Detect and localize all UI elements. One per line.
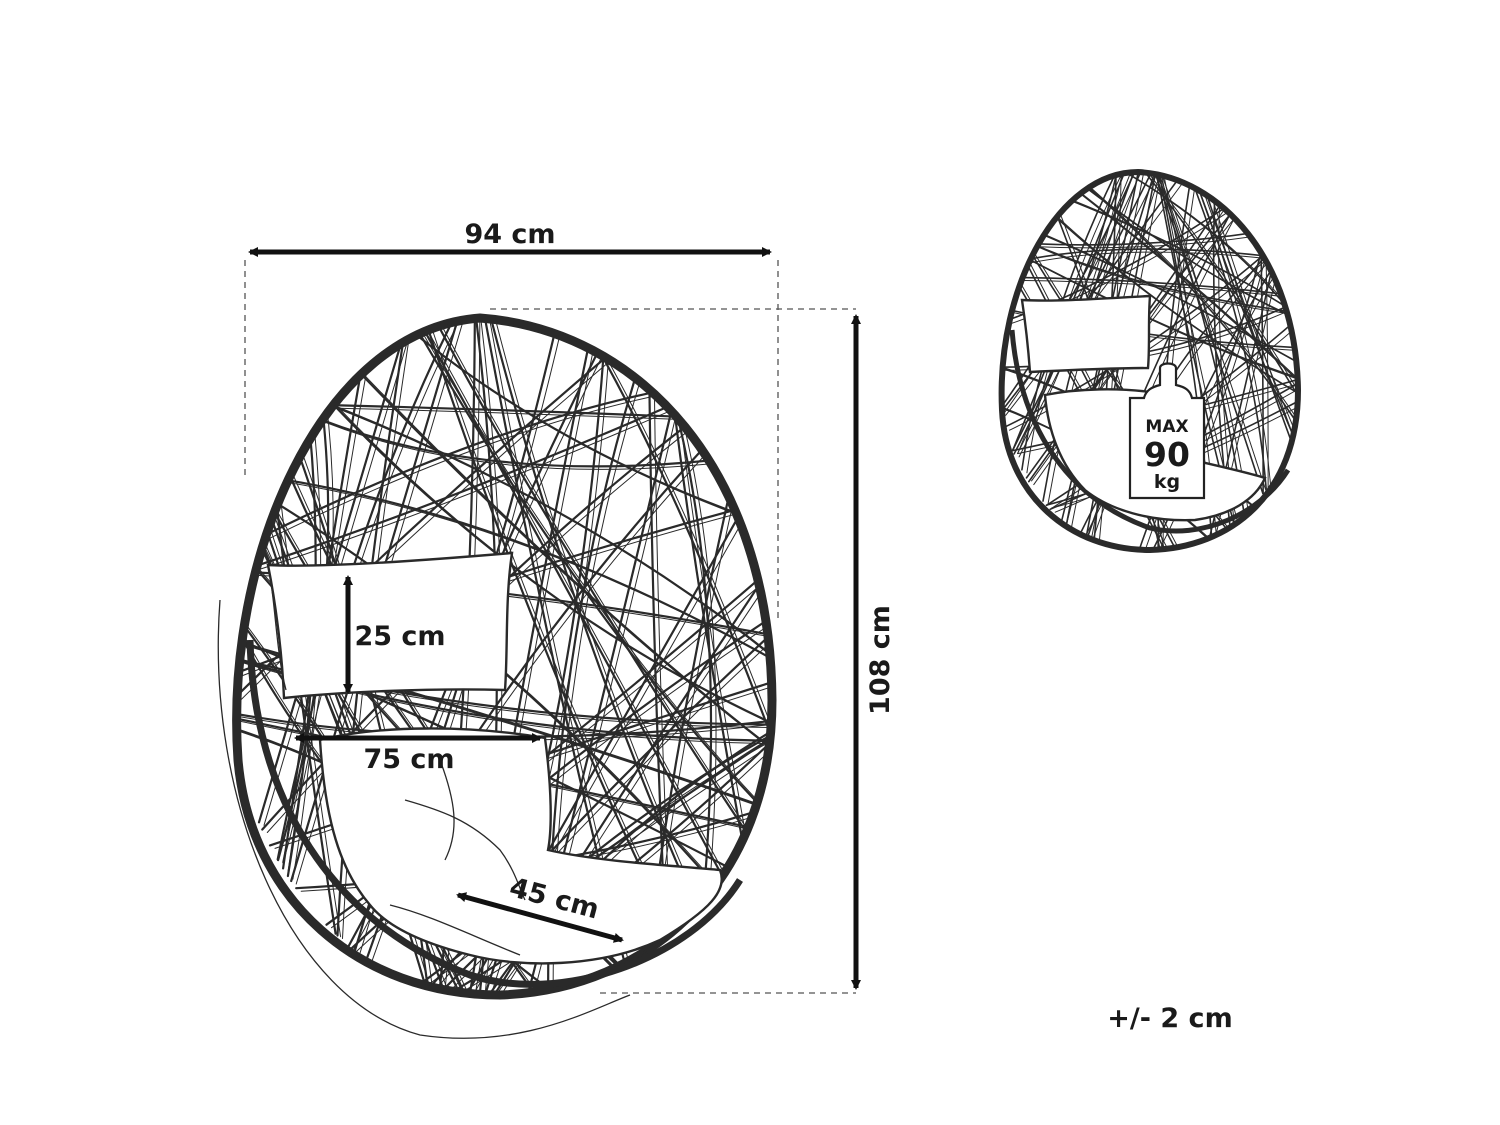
weight-tag-max: MAX bbox=[1145, 417, 1188, 437]
seat-width-label: 75 cm bbox=[363, 744, 454, 775]
small-chair-front-lip bbox=[1009, 329, 1291, 534]
large-chair-front-lip bbox=[246, 639, 743, 988]
width-label: 94 cm bbox=[464, 219, 555, 250]
pillow-height-label: 25 cm bbox=[354, 621, 445, 652]
tolerance-label: +/- 2 cm bbox=[1107, 1003, 1232, 1034]
dimension-guides bbox=[244, 260, 856, 994]
weight-tag-unit: kg bbox=[1154, 471, 1180, 493]
max-weight-tag: MAX 90 kg bbox=[1128, 362, 1206, 500]
dimension-arrows bbox=[248, 247, 861, 990]
seat-depth-arrow bbox=[456, 892, 624, 943]
weight-icon bbox=[1128, 362, 1206, 500]
large-chair-bottom-shell bbox=[217, 599, 631, 1039]
small-back-pillow bbox=[1020, 294, 1152, 374]
weight-tag-value: 90 bbox=[1144, 435, 1190, 474]
height-label: 108 cm bbox=[865, 605, 896, 715]
large-egg-chair bbox=[217, 313, 777, 1039]
